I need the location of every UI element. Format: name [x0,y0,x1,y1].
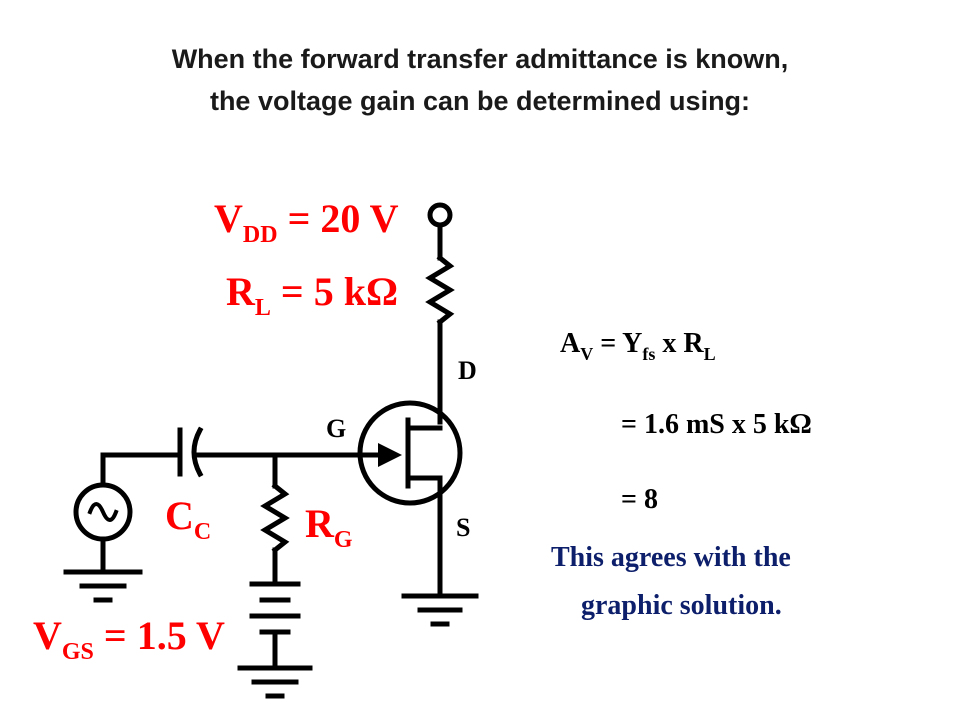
gain-equation-line-3: = 8 [621,484,658,515]
heading-line-2: the voltage gain can be determined using… [209,86,751,116]
rg-label: RG [305,501,353,553]
pin-g-label: G [326,414,347,443]
note-line-2: graphic solution. [581,590,782,621]
note-line-1: This agrees with the [551,542,791,573]
pin-d-label: D [458,356,477,385]
gate-arrow [378,443,402,467]
cc-label: CC [165,493,212,545]
slide-heading: When the forward transfer admittance is … [0,38,960,122]
heading-line-1: When the forward transfer admittance is … [171,44,789,74]
rl-resistor [425,254,455,326]
vdd-terminal [427,202,453,228]
sine-wave-icon [87,502,119,522]
vdd-label: VDD = 20 V [214,196,399,248]
rl-label: RL = 5 kΩ [226,269,398,321]
gain-equation-line-2: = 1.6 mS x 5 kΩ [621,409,812,440]
vgs-label: VGS = 1.5 V [33,613,225,665]
cc-plate-curved [191,426,204,478]
pin-s-label: S [456,513,471,542]
gain-equation-line-1: AV = Yfs x RL [560,328,716,364]
rg-resistor [260,482,290,554]
